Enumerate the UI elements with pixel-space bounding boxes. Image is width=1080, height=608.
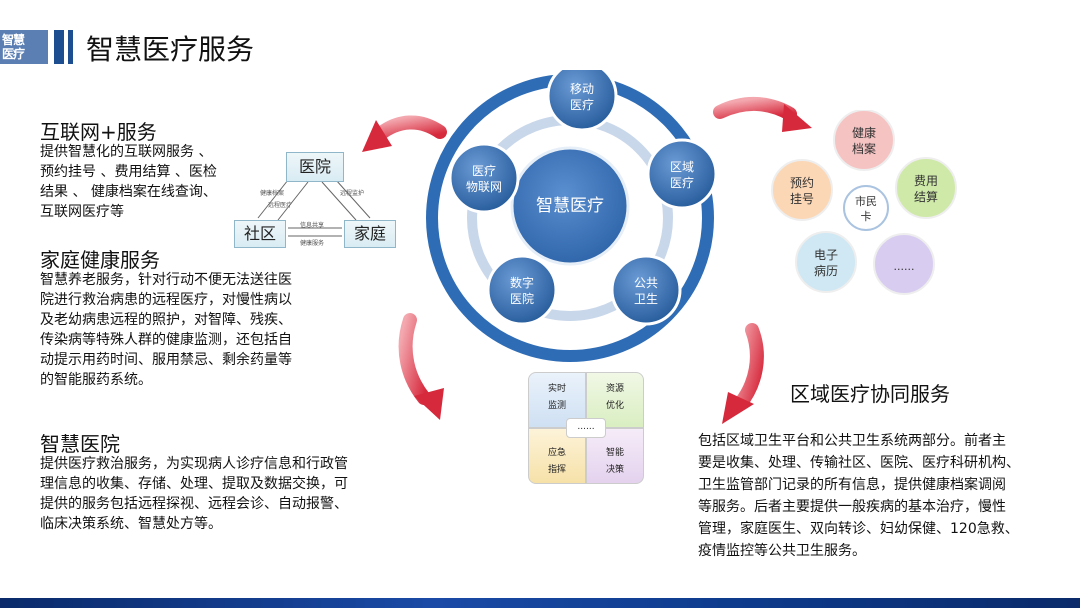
smart-hospital-body: 提供医疗救治服务，为实现病人诊疗信息和行政管 理信息的收集、存储、处理、提取及数…	[40, 454, 348, 534]
hub-node-digital-hospital: 数字 医院	[486, 254, 558, 326]
petal-label: 健康	[852, 125, 876, 140]
petal-label: ......	[894, 260, 915, 273]
quad-emergency-command: 应急 指挥	[528, 428, 586, 484]
regional-service-title: 区域医疗协同服务	[790, 382, 950, 406]
quad-label: 实时	[547, 384, 566, 394]
family-service-body: 智慧养老服务，针对行动不便无法送往医 院进行救治病患的远程医疗，对慢性病以 及老…	[40, 270, 292, 390]
logo-line1: 智慧	[2, 33, 25, 47]
petal-emr: 电子 病历	[795, 231, 857, 293]
flow-label: 远程医疗	[268, 202, 293, 209]
family-service-line: 院进行救治病患的远程医疗，对慢性病以	[40, 292, 292, 308]
regional-service-line: 等服务。后者主要提供一般疾病的基本治疗，慢性	[698, 499, 1006, 515]
family-service-line: 智慧养老服务，针对行动不便无法送往医	[40, 272, 292, 288]
hub-node-label: 医院	[510, 292, 534, 306]
regional-service-line: 卫生监管部门记录的所有信息，提供健康档案调阅	[698, 477, 1006, 493]
citizen-card-label: 卡	[861, 210, 872, 223]
family-service-line: 及老幼病患远程的照护，对智障、残疾、	[40, 312, 292, 328]
regional-service-line: 包括区域卫生平台和公共卫生系统两部分。前者主	[698, 433, 1006, 449]
internet-service-line: 预约挂号 、费用结算 、医检	[40, 164, 217, 180]
hub-node-label: 医疗	[570, 98, 594, 112]
quad-diagram: 实时 监测 资源 优化 应急 指挥 智能 决策 ......	[528, 372, 644, 484]
citizen-card-diagram: 健康 档案 费用 结算 ...... 电子 病历 预约 挂号 市民 卡	[771, 110, 957, 295]
hub-node-label: 区域	[670, 160, 694, 174]
smart-hospital-line: 提供医疗救治服务，为实现病人诊疗信息和行政管	[40, 456, 348, 472]
internet-service-title: 互联网+服务	[40, 120, 157, 144]
hub-node-iot: 医疗 物联网	[448, 142, 520, 214]
hub-node-label: 移动	[570, 82, 594, 96]
hub-node-label: 公共	[634, 276, 658, 290]
quad-label: 监测	[547, 401, 566, 411]
quad-label: 资源	[605, 384, 624, 394]
family-service-line: 的智能服药系统。	[40, 372, 152, 388]
hub-node-mobile: 移动 医疗	[546, 70, 618, 132]
quad-label: 智能	[605, 448, 624, 458]
hub-node-label: 物联网	[466, 180, 502, 194]
internet-service-line: 提供智慧化的互联网服务 、	[40, 144, 213, 160]
quad-label: 应急	[547, 448, 566, 458]
petal-health-record: 健康 档案	[833, 110, 895, 171]
quad-label: 决策	[605, 465, 624, 475]
petal-label: 结算	[914, 189, 938, 204]
node-community: 社区	[234, 220, 286, 248]
family-service-line: 动提示用药时间、服用禁忌、剩余药量等	[40, 352, 292, 368]
smart-hospital-title: 智慧医院	[40, 432, 120, 456]
hub-center-circle	[510, 146, 630, 266]
regional-service-line: 疫情监控等公共卫生服务。	[698, 543, 866, 559]
quad-center: ......	[566, 418, 606, 438]
logo-accent-bar-thin	[68, 30, 73, 64]
hub-node-label: 卫生	[634, 292, 658, 306]
quad-label: 指挥	[547, 465, 566, 475]
node-home: 家庭	[344, 220, 396, 248]
logo-accent-bar	[54, 30, 64, 64]
regional-service-line: 要是收集、处理、传输社区、医院、医疗科研机构、	[698, 455, 1020, 471]
petal-label: 档案	[852, 141, 876, 156]
hub-node-public-health: 公共 卫生	[610, 254, 682, 326]
petal-label: 病历	[814, 263, 838, 278]
flow-label: 信息共享	[300, 222, 325, 229]
petal-label: 电子	[814, 248, 838, 262]
quad-smart-decision: 智能 决策	[586, 428, 644, 484]
citizen-card-label: 市民	[855, 194, 877, 208]
flow-label: 远程监护	[340, 190, 365, 197]
node-hospital: 医院	[286, 152, 344, 182]
arrow-to-family-service	[398, 313, 444, 420]
hub-node-regional: 区域 医疗	[646, 138, 718, 210]
hub-node-label: 医疗	[670, 176, 694, 190]
petal-label: 费用	[914, 174, 938, 188]
regional-service-body: 包括区域卫生平台和公共卫生系统两部分。前者主 要是收集、处理、传输社区、医院、医…	[698, 430, 1020, 562]
smart-hospital-line: 提供的服务包括远程探视、远程会诊、自动报警、	[40, 496, 348, 512]
flow-label: 健康服务	[300, 240, 325, 247]
arrow-to-internet-service	[362, 115, 447, 152]
petal-label: 预约	[790, 175, 814, 190]
family-service-line: 传染病等特殊人群的健康监测，还包括自	[40, 332, 292, 348]
smart-hospital-line: 临床决策系统、智慧处方等。	[40, 516, 222, 532]
internet-service-line: 结果 、 健康档案在线查询、	[40, 184, 217, 200]
citizen-card-center: 市民 卡	[843, 185, 889, 231]
regional-service-line: 管理，家庭医生、双向转诊、妇幼保健、120急救、	[698, 521, 1019, 537]
quad-label: 优化	[605, 401, 624, 411]
internet-service-body: 提供智慧化的互联网服务 、 预约挂号 、费用结算 、医检 结果 、 健康档案在线…	[40, 142, 217, 222]
page-title: 智慧医疗服务	[86, 33, 255, 66]
petal-appointment: 预约 挂号	[771, 159, 833, 221]
hub-node-label: 数字	[510, 275, 534, 290]
flow-label: 健康档案	[260, 190, 285, 197]
flow-arrows	[257, 179, 371, 237]
arrow-to-citizen-card	[713, 96, 812, 132]
petal-more: ......	[873, 233, 935, 295]
hub-center-label: 智慧医疗	[536, 196, 604, 216]
petal-billing: 费用 结算	[895, 157, 957, 219]
logo: 智慧 医疗	[0, 30, 48, 64]
arrow-to-regional-service	[722, 323, 764, 424]
petal-label: 挂号	[790, 192, 814, 206]
footer-bar	[0, 598, 1080, 608]
internet-service-line: 互联网医疗等	[40, 204, 124, 220]
flow-diagram: 医院 社区 家庭 健康档案 远程医疗 远程监护 信息共享 健康服务	[234, 148, 414, 254]
smart-hospital-line: 理信息的收集、存储、处理、提取及数据交换，可	[40, 476, 348, 492]
hub-diagram: 智慧医疗 移动 医疗 区域 医疗 公共 卫生 数字 医院 医疗 物联网	[426, 70, 718, 362]
logo-line2: 医疗	[2, 47, 25, 61]
family-service-title: 家庭健康服务	[40, 248, 160, 272]
hub-node-label: 医疗	[472, 164, 496, 178]
